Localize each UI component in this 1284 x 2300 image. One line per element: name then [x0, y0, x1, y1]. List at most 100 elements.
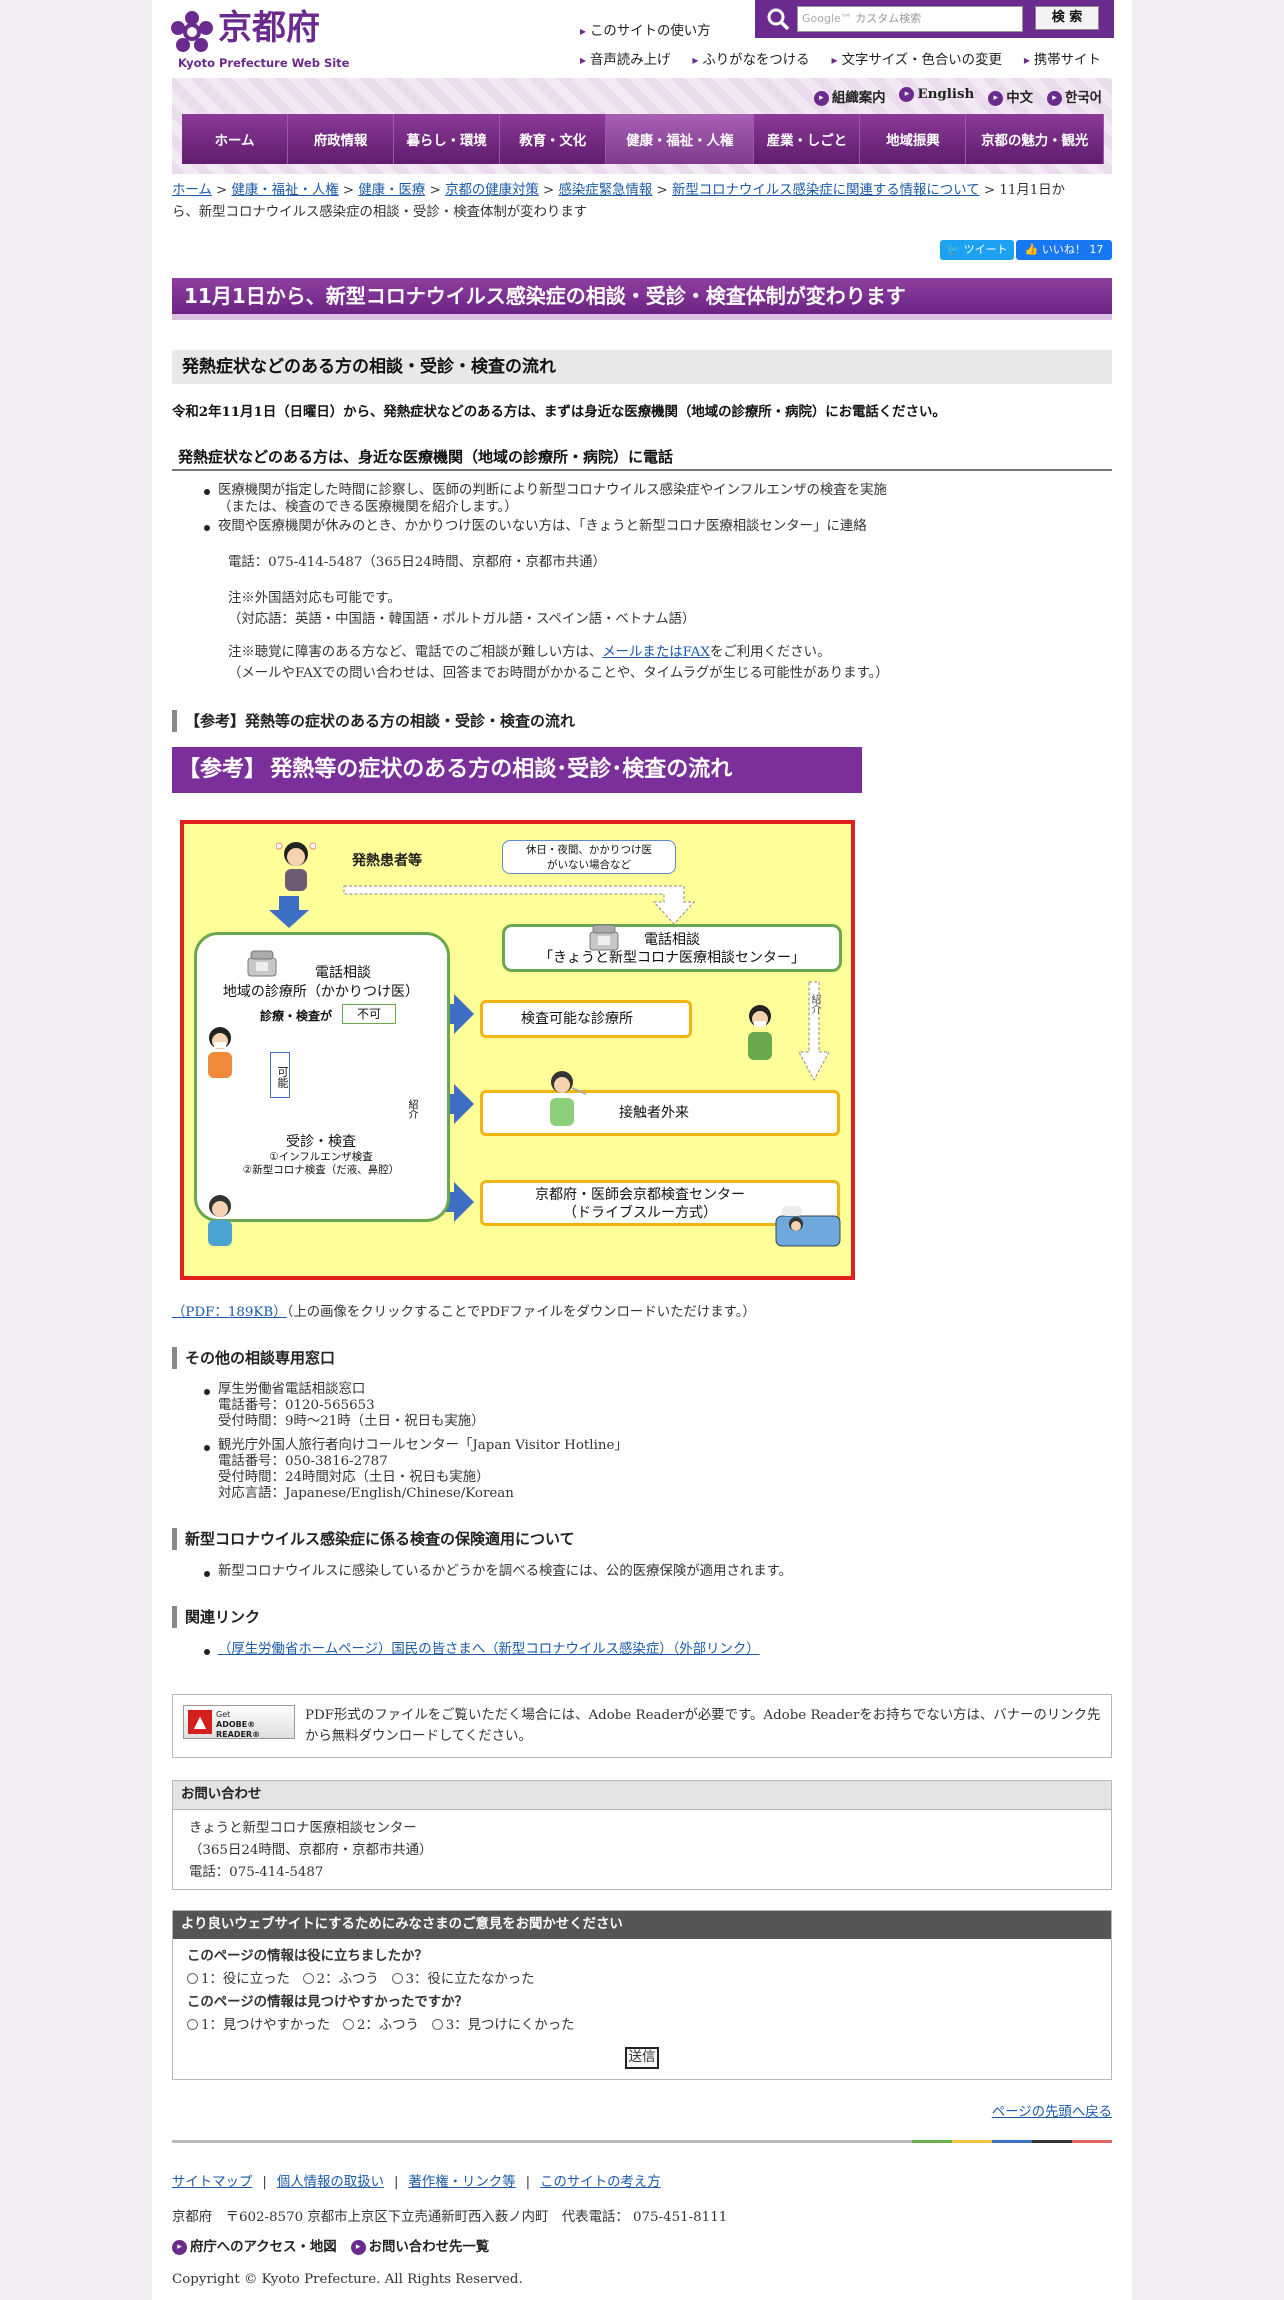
radio-icon — [187, 1973, 198, 1984]
breadcrumb-current: 11月1日か — [999, 183, 1066, 198]
tool-text-size[interactable]: 文字サイズ・色合いの変更 — [832, 48, 1002, 68]
mail-fax-link[interactable]: メールまたはFAX — [602, 645, 710, 660]
flow-diagram[interactable]: 発熱患者等 休日・夜間、かかりつけ医がいない場合など 電話相談「きょうと新型コロ… — [180, 820, 855, 1280]
lang-chinese[interactable]: 中文 — [988, 86, 1033, 106]
contact-heading: お問い合わせ — [173, 1781, 1111, 1810]
radio-icon — [342, 2019, 354, 2030]
site-usage-link[interactable]: このサイトの使い方 — [580, 19, 711, 39]
pdf-line: （PDF：189KB）（上の画像をクリックすることでPDFファイルをダウンロード… — [172, 1305, 756, 1320]
tool-furigana[interactable]: ふりがなをつける — [692, 48, 809, 68]
copyright: Copyright © Kyoto Prefecture. All Rights… — [172, 2272, 523, 2287]
breadcrumb-health-medical[interactable]: 健康・医療 — [358, 183, 426, 198]
footer-divider — [172, 2140, 1112, 2143]
banner-text: 発熱等の症状のある方の相談･受診･検査の流れ — [270, 757, 733, 782]
local-clinic-box — [194, 932, 450, 1222]
breadcrumb-health-welfare[interactable]: 健康・福祉・人権 — [231, 183, 339, 198]
related-heading: 関連リンク — [172, 1606, 260, 1628]
breadcrumb-covid-info[interactable]: 新型コロナウイルス感染症に関連する情報について — [672, 183, 980, 198]
logo-subtitle: Kyoto Prefecture Web Site — [178, 56, 350, 70]
list-item: 新型コロナウイルスに感染しているかどうかを調べる検査には、公的医療保険が適用され… — [202, 1564, 1082, 1580]
q2-option-1[interactable]: 1：見つけやすかった — [187, 2018, 330, 2033]
logo-mark[interactable] — [170, 10, 230, 54]
header-tools: 音声読み上げ ふりがなをつける 文字サイズ・色合いの変更 携帯サイト — [580, 48, 1101, 68]
q2-option-2[interactable]: 2：ふつう — [342, 2018, 419, 2033]
nav-region[interactable]: 地域振興 — [860, 114, 967, 164]
clinic-title: 電話相談地域の診療所（かかりつけ医） — [222, 965, 420, 1000]
ref-heading: 【参考】発熱等の症状のある方の相談・受診・検査の流れ — [172, 710, 575, 732]
feedback-box: より良いウェブサイトにするためにみなさまのご意見をお聞かせください このページの… — [172, 1910, 1112, 2080]
footer-policy[interactable]: このサイトの考え方 — [540, 2175, 661, 2190]
list-item: （厚生労働省ホームページ）国民の皆さまへ（新型コロナウイルス感染症）（外部リンク… — [202, 1642, 1082, 1658]
footer-address: 京都府 〒602-8570 京都市上京区下立売通新町西入薮ノ内町 代表電話： 0… — [172, 2210, 728, 2225]
page-top-link[interactable]: ページの先頭へ戻る — [991, 2105, 1112, 2120]
related-link-mhlw[interactable]: （厚生労働省ホームページ）国民の皆さまへ（新型コロナウイルス感染症）（外部リンク… — [218, 1642, 760, 1657]
search-button[interactable]: 検 索 — [1035, 6, 1099, 30]
breadcrumb-emergency[interactable]: 感染症緊急情報 — [558, 183, 653, 198]
submit-button[interactable]: 送信 — [625, 2047, 659, 2069]
footer-links: サイトマップ|個人情報の取扱い|著作権・リンク等|このサイトの考え方 — [172, 2175, 661, 2190]
footer-access-link[interactable]: 府庁へのアクセス・地図 — [172, 2235, 337, 2255]
patient-label: 発熱患者等 — [352, 853, 422, 869]
nav-industry[interactable]: 産業・しごと — [754, 114, 861, 164]
list-item: 医療機関が指定した時間に診察し、医師の判断により新型コロナウイルス感染症やインフ… — [202, 482, 1102, 516]
breadcrumb-current-cont: ら、新型コロナウイルス感染症の相談・受診・検査体制が変わります — [172, 205, 588, 220]
thumb-icon: 👍 — [1024, 243, 1039, 256]
lang-korean[interactable]: 한국어 — [1047, 86, 1102, 106]
fuka-badge: 不可 — [342, 1004, 396, 1024]
dest-contact-outpatient: 接触者外来 — [480, 1090, 840, 1136]
tool-voice[interactable]: 音声読み上げ — [580, 48, 670, 68]
phone-note: 電話：075-414-5487（365日24時間、京都府・京都市共通） — [228, 555, 606, 570]
nav-home[interactable]: ホーム — [182, 114, 289, 164]
footer-privacy[interactable]: 個人情報の取扱い — [276, 2175, 384, 2190]
logo-title[interactable]: 京都府 — [218, 8, 320, 48]
q2-label: このページの情報は見つけやすかったですか？ — [187, 1994, 468, 2010]
referral-label: 紹介 — [403, 1084, 419, 1134]
insurance-heading: 新型コロナウイルス感染症に係る検査の保険適用について — [172, 1528, 575, 1550]
contact-body: きょうと新型コロナ医療相談センター（365日24時間、京都府・京都市共通）電話：… — [189, 1821, 433, 1880]
nav-living[interactable]: 暮らし・環境 — [394, 114, 501, 164]
q1-option-1[interactable]: 1：役に立った — [187, 1972, 290, 1987]
feedback-form: このページの情報は役に立ちましたか？ 1：役に立った 2：ふつう 3：役に立たな… — [173, 1939, 1111, 2043]
kyoto-crest-icon — [171, 11, 213, 52]
q1-options: 1：役に立った 2：ふつう 3：役に立たなかった — [187, 1968, 1097, 1991]
search-icon — [765, 6, 791, 32]
footer-sitemap[interactable]: サイトマップ — [172, 2175, 253, 2190]
lang-english[interactable]: English — [899, 86, 974, 106]
tweet-button[interactable]: 🐦 ツイート — [940, 240, 1014, 260]
patient-illustration-icon — [275, 840, 317, 892]
consultation-center-box: 電話相談「きょうと新型コロナ医療相談センター」 — [502, 924, 842, 972]
sick-person-icon — [200, 1024, 240, 1080]
dest-testing-clinic: 検査可能な診療所 — [480, 1000, 692, 1038]
intro-text: 令和2年11月1日（日曜日）から、発熱症状などのある方は、まずは身近な医療機関（… — [172, 404, 946, 420]
search-area: Google™ カスタム検索 検 索 — [755, 0, 1114, 38]
q1-option-3[interactable]: 3：役に立たなかった — [391, 1972, 535, 1987]
tool-mobile[interactable]: 携帯サイト — [1024, 48, 1101, 68]
q1-option-2[interactable]: 2：ふつう — [302, 1972, 379, 1987]
holiday-note: 休日・夜間、かかりつけ医がいない場合など — [502, 840, 676, 874]
clinic-phone-icon — [246, 948, 278, 978]
phone-icon — [588, 922, 620, 952]
bird-icon: 🐦 — [946, 243, 961, 256]
nav-education[interactable]: 教育・文化 — [500, 114, 607, 164]
list-item: 夜間や医療機関が休みのとき、かかりつけ医のいない方は、「きょうと新型コロナ医療相… — [202, 518, 1102, 535]
breadcrumb-home[interactable]: ホーム — [172, 183, 212, 198]
like-button[interactable]: 👍 いいね！ 17 — [1016, 240, 1112, 260]
global-nav: ホーム 府政情報 暮らし・環境 教育・文化 健康・福祉・人権 産業・しごと 地域… — [182, 114, 1105, 164]
related-list: （厚生労働省ホームページ）国民の皆さまへ（新型コロナウイルス感染症）（外部リンク… — [202, 1642, 1082, 1658]
nav-health[interactable]: 健康・福祉・人権 — [606, 114, 755, 164]
nav-tourism[interactable]: 京都の魅力・観光 — [966, 114, 1105, 164]
feedback-heading: より良いウェブサイトにするためにみなさまのご意見をお聞かせください — [173, 1911, 1111, 1939]
lang-organization[interactable]: 組織案内 — [814, 86, 886, 106]
footer-copyright-link[interactable]: 著作権・リンク等 — [408, 2175, 516, 2190]
radio-icon — [187, 2019, 198, 2030]
nav-government[interactable]: 府政情報 — [288, 114, 395, 164]
pdf-download-link[interactable]: （PDF：189KB） — [172, 1305, 287, 1320]
q2-option-3[interactable]: 3：見つけにくかった — [431, 2018, 574, 2033]
search-input[interactable]: Google™ カスタム検索 — [797, 6, 1023, 32]
footer-contact-list-link[interactable]: お問い合わせ先一覧 — [351, 2235, 490, 2255]
call-bullets: 医療機関が指定した時間に診察し、医師の判断により新型コロナウイルス感染症やインフ… — [202, 482, 1102, 535]
breadcrumb-kyoto-health[interactable]: 京都の健康対策 — [445, 183, 539, 198]
